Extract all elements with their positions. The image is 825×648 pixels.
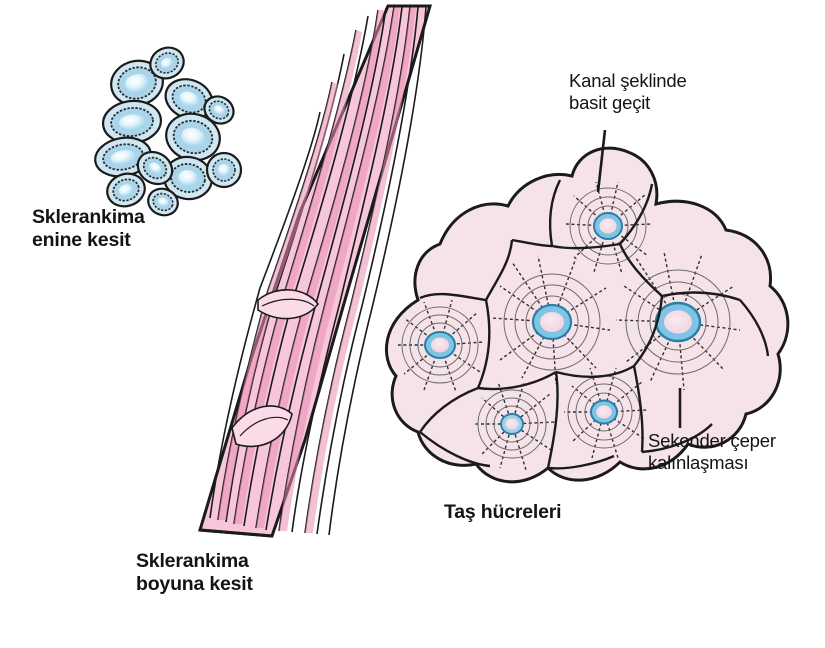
cross-section-cell — [149, 46, 185, 80]
label-stone-cells: Taş hücreleri — [444, 501, 562, 523]
cross-section-cell — [165, 112, 221, 162]
label-secondary-wall: Sekonder çeper kalınlaşması — [648, 430, 776, 473]
wall-lamellae — [503, 273, 601, 371]
label-cross-section: Sklerankima enine kesit — [32, 206, 145, 251]
longitudinal-fiber-bundle — [198, 4, 432, 538]
leader-line-pit-canal — [596, 129, 607, 193]
stone-cell — [615, 251, 741, 391]
stone-cell — [474, 381, 557, 471]
fiber-spindle-detail — [231, 405, 293, 448]
label-longitudinal-section: Sklerankima boyuna kesit — [136, 550, 253, 595]
stone-cluster-outline — [384, 146, 790, 484]
cross-section-cell — [203, 95, 235, 125]
stone-cell-cluster — [384, 146, 790, 484]
cross-section-cell — [205, 151, 243, 189]
cell-boundaries — [419, 179, 770, 470]
stone-cell — [491, 255, 611, 385]
label-pit-canal: Kanal şeklinde basit geçit — [569, 70, 687, 113]
cross-section-cell — [162, 155, 214, 201]
fiber-spindle-detail — [257, 289, 320, 320]
cross-section-cell — [106, 172, 146, 208]
cross-section-cell — [101, 99, 163, 145]
cross-section-cell — [147, 187, 179, 217]
stone-cell — [565, 181, 653, 275]
stone-cell — [398, 299, 485, 393]
wall-lamellae — [477, 389, 547, 459]
cross-section-cell — [136, 150, 174, 186]
wall-lamellae — [401, 306, 479, 384]
stone-cell — [564, 367, 649, 459]
fiber-tints — [218, 7, 416, 533]
cross-section-cell-cluster — [94, 46, 243, 217]
